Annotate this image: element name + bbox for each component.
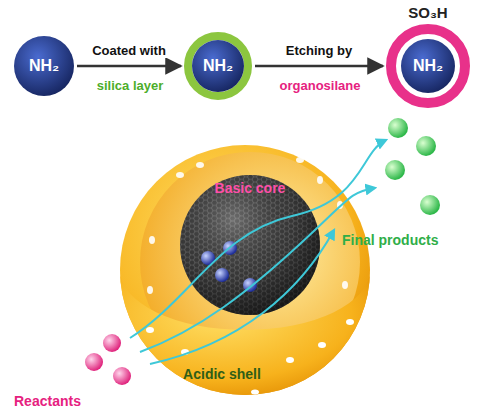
shell-label: Acidic shell bbox=[183, 366, 261, 382]
yolk-shell-sphere bbox=[120, 145, 370, 395]
process-arrow bbox=[255, 65, 383, 68]
particle-node: NH₂ bbox=[184, 32, 252, 100]
amine-core bbox=[14, 36, 74, 96]
shell-ring bbox=[188, 36, 248, 96]
acidic-shell bbox=[120, 145, 370, 395]
flow-arrows bbox=[130, 140, 386, 364]
step-label: Etching by bbox=[284, 43, 354, 58]
shell-ring bbox=[391, 29, 465, 103]
shell-front bbox=[120, 270, 370, 395]
amine-core bbox=[401, 39, 455, 93]
step-label: Coated with bbox=[90, 43, 168, 58]
process-arrow bbox=[77, 65, 181, 68]
reactants-label: Reactants bbox=[14, 393, 81, 409]
particle-node: SO₃HNH₂ bbox=[386, 24, 470, 108]
group-label: SO₃H bbox=[408, 4, 447, 21]
amine-core bbox=[192, 40, 244, 92]
particle-node: NH₂ bbox=[14, 36, 74, 96]
layer-label: silica layer bbox=[97, 78, 164, 93]
reagent-label: organosilane bbox=[280, 78, 361, 93]
reactant-molecules bbox=[85, 334, 131, 385]
core-label: Basic core bbox=[215, 180, 286, 196]
node-label: NH₂ bbox=[203, 57, 233, 75]
products-label: Final products bbox=[342, 232, 438, 248]
product-molecules bbox=[385, 118, 440, 215]
node-label: NH₂ bbox=[413, 57, 443, 75]
node-label: NH₂ bbox=[29, 57, 59, 75]
